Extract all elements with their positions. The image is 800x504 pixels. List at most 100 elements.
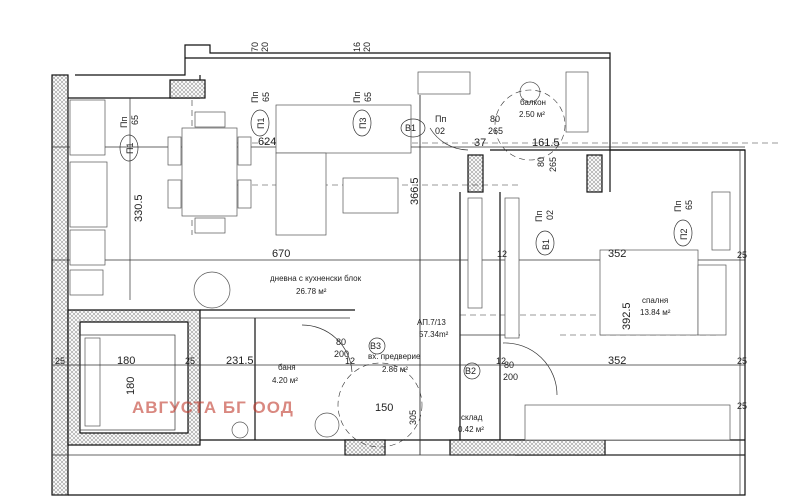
dim-12: 12 (496, 356, 506, 366)
svg-text:Пп: Пп (119, 117, 129, 128)
dim-12: 12 (345, 356, 355, 366)
room-area-living: 26.78 м² (296, 287, 327, 296)
dim-305: 305 (408, 410, 418, 425)
column (586, 154, 603, 193)
dim-231-5: 231.5 (226, 355, 254, 367)
marker-b1: В1 Пп 02 (400, 114, 446, 138)
dim-20: 20 (362, 42, 372, 52)
dim-180-v: 180 (125, 377, 137, 395)
room-name-bath: баня (278, 363, 296, 372)
apartment-id: АП.7/13 (417, 318, 446, 327)
svg-text:Пп: Пп (534, 211, 544, 222)
toilet (231, 421, 249, 439)
dining-table (181, 127, 238, 217)
svg-text:Пп: Пп (673, 201, 683, 212)
bed (599, 249, 699, 336)
dim-352-b: 352 (608, 355, 626, 367)
dim-80-v: 80 (536, 157, 546, 167)
svg-text:65: 65 (261, 92, 271, 102)
left-exterior-wall (51, 74, 69, 496)
door-height: 200 (334, 349, 349, 359)
door-swings (301, 89, 566, 448)
dim-80: 80 (490, 114, 500, 124)
watermark: АВГУСТА БГ ООД (132, 398, 294, 417)
fridge (69, 99, 106, 156)
column (467, 154, 484, 193)
svg-text:Пп: Пп (435, 114, 446, 124)
dimension-labels: 670 330.5 366.5 624 180 180 231.5 352 35… (55, 42, 747, 425)
svg-text:В1: В1 (541, 239, 551, 250)
dim-70: 70 (250, 42, 260, 52)
room-area-balcony: 2.50 м² (519, 110, 545, 119)
dim-330-5: 330.5 (133, 194, 145, 222)
marker-b2: В2 (463, 362, 481, 380)
sofa (275, 104, 412, 154)
dim-25: 25 (55, 356, 65, 366)
svg-text:65: 65 (130, 115, 140, 125)
stove (69, 229, 106, 266)
dim-392-5: 392.5 (621, 302, 633, 330)
dim-265: 265 (488, 126, 503, 136)
apartment-area: 57.34m² (419, 330, 449, 339)
dim-180: 180 (117, 355, 135, 367)
dim-265-v: 265 (548, 157, 558, 172)
column (169, 79, 206, 99)
svg-text:65: 65 (363, 92, 373, 102)
dim-366-5: 366.5 (409, 177, 421, 205)
dim-12: 12 (497, 249, 507, 259)
room-labels: дневна с кухненски блок 26.78 м² баня 4.… (270, 98, 671, 434)
walls (51, 44, 746, 496)
dim-150: 150 (375, 402, 393, 414)
door-width: 80 (336, 337, 346, 347)
shower (314, 412, 340, 438)
sink (69, 161, 108, 228)
ac-unit (417, 71, 471, 95)
svg-text:65: 65 (684, 200, 694, 210)
svg-text:Пп: Пп (250, 92, 260, 103)
dim-25: 25 (737, 250, 747, 260)
dim-624: 624 (258, 136, 276, 148)
bottom-wall (449, 439, 606, 456)
dim-20: 20 (260, 42, 270, 52)
door-height: 200 (503, 372, 518, 382)
dim-37: 37 (474, 137, 486, 149)
room-name-bedroom: спалня (642, 296, 668, 305)
wardrobe (524, 404, 731, 441)
svg-text:В1: В1 (405, 123, 416, 133)
room-area-hall: 2.86 м² (382, 365, 408, 374)
dim-25: 25 (737, 356, 747, 366)
svg-text:П2: П2 (679, 229, 689, 240)
dim-670: 670 (272, 248, 290, 260)
dim-25: 25 (737, 401, 747, 411)
ac-unit (711, 191, 731, 251)
svg-text:В3: В3 (370, 341, 381, 351)
outer-outline (68, 44, 746, 496)
dim-25: 25 (185, 356, 195, 366)
svg-text:П3: П3 (358, 118, 368, 129)
svg-text:П1: П1 (256, 118, 266, 129)
room-area-bath: 4.20 м² (272, 376, 298, 385)
dim-161-5: 161.5 (532, 137, 560, 149)
room-name-living: дневна с кухненски блок (270, 274, 362, 283)
dim-16: 16 (352, 42, 362, 52)
room-name-hall: вх. предверие (368, 352, 421, 361)
marker-b3: В3 (368, 337, 386, 355)
room-name-balcony: балкон (520, 98, 546, 107)
room-name-storage: склад (461, 413, 483, 422)
radiator (565, 71, 589, 133)
svg-text:П1: П1 (125, 143, 135, 154)
dim-352: 352 (608, 248, 626, 260)
svg-text:В2: В2 (465, 366, 476, 376)
washing-machine (193, 271, 231, 309)
room-area-storage: 0.42 м² (458, 425, 484, 434)
room-area-bedroom: 13.84 м² (640, 308, 671, 317)
svg-text:Пп: Пп (352, 92, 362, 103)
svg-text:02: 02 (435, 126, 445, 136)
door-width: 80 (504, 360, 514, 370)
